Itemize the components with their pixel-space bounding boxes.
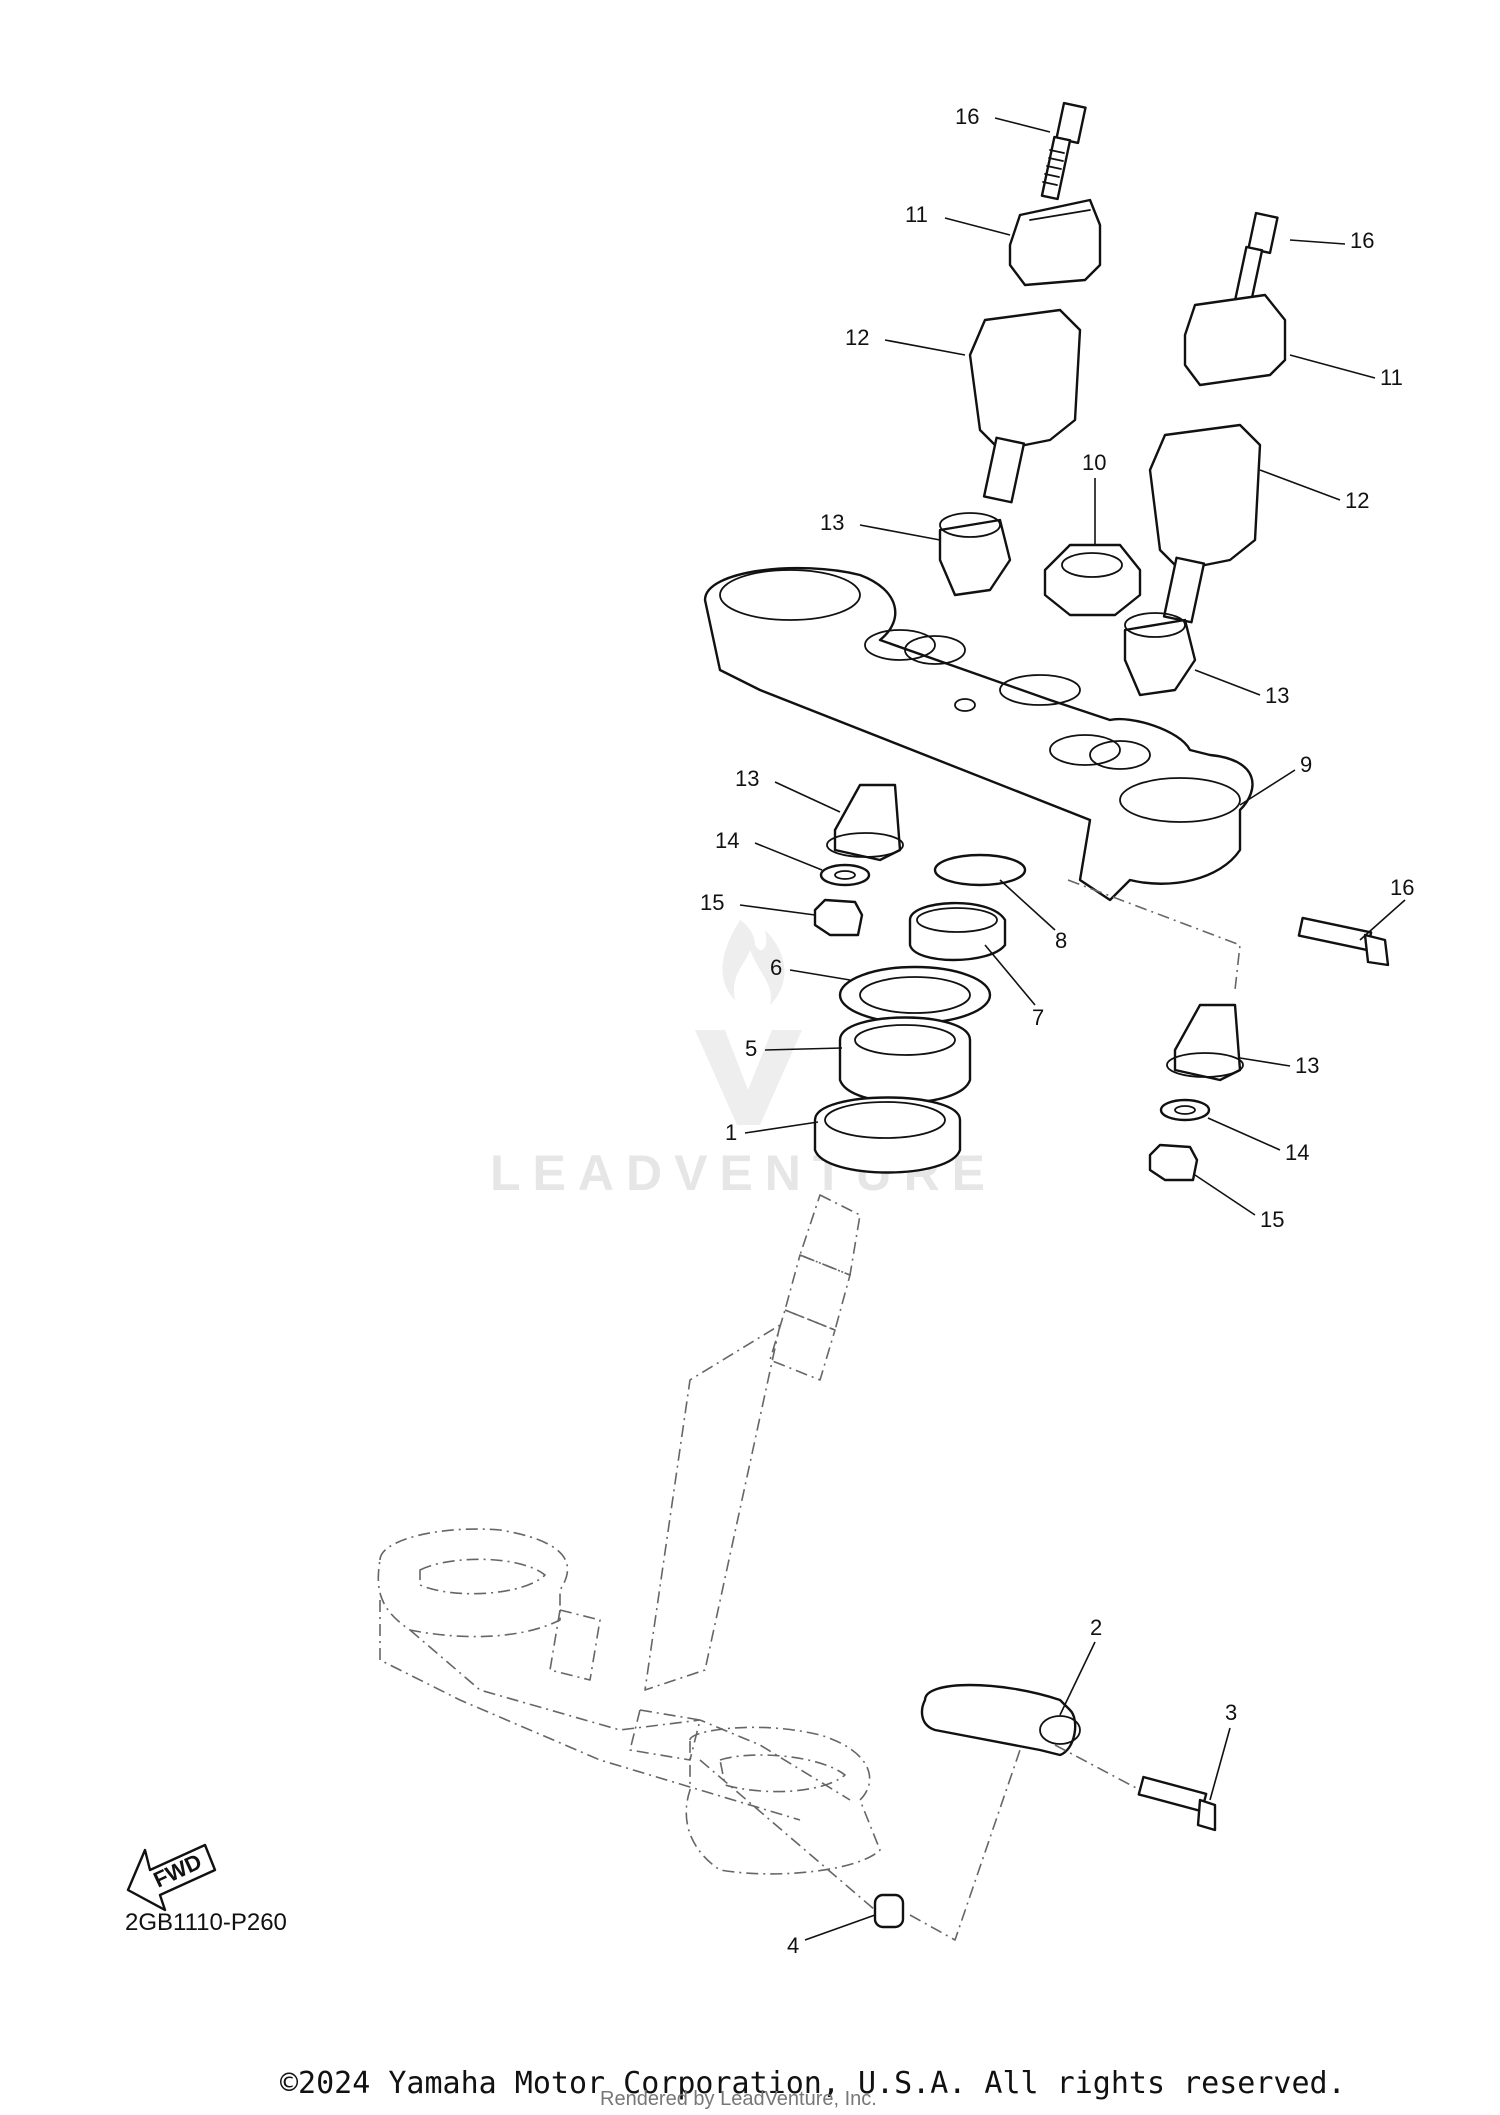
callout-label: 13: [735, 766, 759, 791]
washer-8: [933, 853, 1027, 887]
fwd-arrow-icon: FWD: [126, 1843, 217, 1912]
bolt-3: [1137, 1775, 1217, 1832]
bolt-16-top-right: [1232, 211, 1279, 311]
bolt-16-top-left: [1040, 101, 1087, 201]
holder-cap-11-left: [1008, 198, 1102, 287]
diagram-code: 2GB1110-P260: [125, 1909, 287, 1936]
steering-nut-10: [1043, 543, 1142, 617]
callout-label: 8: [1055, 928, 1067, 953]
callout-label: 6: [770, 955, 782, 980]
seal-6: [838, 965, 992, 1025]
damper-13-upper-left: [938, 512, 1012, 597]
handlebar-holder-12-right: [1148, 423, 1262, 624]
callout-label: 2: [1090, 1615, 1102, 1640]
callout-label: 1: [725, 1120, 737, 1145]
bearing-5: [838, 1016, 972, 1104]
nut-15-left: [813, 898, 864, 937]
callout-label: 16: [1350, 228, 1374, 253]
callout-label: 9: [1300, 752, 1312, 777]
bearing-1: [813, 1096, 962, 1174]
washer-14-right: [1159, 1098, 1211, 1122]
callout-label: 4: [787, 1933, 799, 1958]
collar-4: [873, 1893, 905, 1929]
holder-cap-11-right: [1183, 293, 1287, 387]
callout-label: 15: [1260, 1207, 1284, 1232]
nut-15-right: [1148, 1143, 1199, 1182]
callout-label: 14: [715, 828, 739, 853]
callout-label: 16: [955, 104, 979, 129]
assembly-lines: [699, 879, 1241, 1941]
washer-14-left: [819, 863, 871, 887]
callout-label: 16: [1390, 875, 1414, 900]
callout-label: 15: [700, 890, 724, 915]
handlebar-holder-12-left: [968, 308, 1082, 504]
callout-label: 3: [1225, 1700, 1237, 1725]
callout-label: 11: [905, 202, 928, 227]
copyright-notice: ©2024 Yamaha Motor Corporation, U.S.A. A…: [280, 2066, 1346, 2101]
callout-label: 11: [1380, 365, 1403, 390]
callout-label: 13: [820, 510, 844, 535]
callout-label: 14: [1285, 1140, 1309, 1165]
ring-nut-7: [908, 901, 1007, 962]
rendered-by-notice: Rendered by LeadVenture, Inc.: [600, 2088, 877, 2110]
damper-13-lower-left: [826, 783, 904, 862]
callouts: 16 11 16 12 11 10 12 13 13 9 13 14 16 15…: [700, 104, 1414, 1958]
callout-label: 7: [1032, 1005, 1044, 1030]
upper-bracket-9: [703, 566, 1254, 902]
callout-label: 13: [1295, 1053, 1319, 1078]
clamp-2: [920, 1683, 1081, 1757]
damper-13-lower-right: [1166, 1003, 1244, 1082]
callout-label: 13: [1265, 683, 1289, 708]
callout-label: 5: [745, 1036, 757, 1061]
callout-label: 12: [1345, 488, 1369, 513]
callout-label: 10: [1082, 450, 1106, 475]
callout-label: 12: [845, 325, 869, 350]
bolt-16-side: [1297, 916, 1390, 967]
damper-13-upper-right: [1123, 612, 1197, 697]
lower-bracket-ghost: [377, 1194, 881, 1875]
